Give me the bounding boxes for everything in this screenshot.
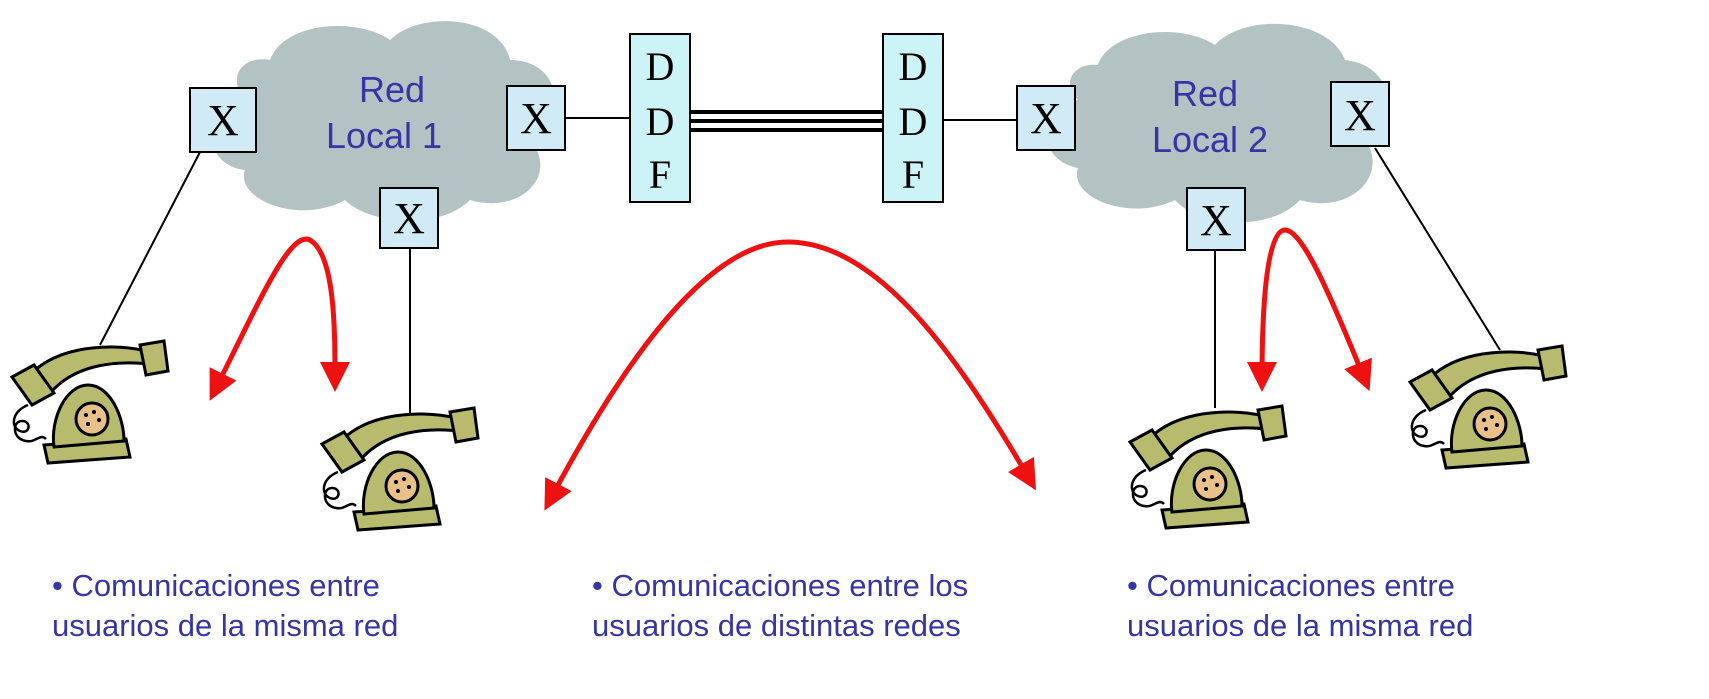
switch-5: X	[1186, 187, 1246, 251]
arrow-local-2	[1247, 227, 1372, 392]
ddf-1-letter-1: D	[646, 44, 675, 89]
arrows	[209, 227, 1372, 511]
switch-4: X	[1016, 85, 1076, 151]
network-2-label-line2: Local 2	[1152, 119, 1268, 160]
cloud-red-local-1: Red Local 1	[211, 21, 555, 221]
caption-different-networks: • Comunicaciones entre los usuarios de d…	[592, 566, 968, 646]
network-1-label-line1: Red	[359, 69, 425, 110]
network-1-label-line2: Local 1	[326, 115, 442, 156]
caption-same-network-left: • Comunicaciones entre usuarios de la mi…	[52, 566, 398, 646]
ddf-1: D D F	[629, 33, 691, 203]
ddf-1-letter-2: D	[646, 99, 675, 144]
switch-3: X	[379, 187, 439, 249]
telephone-1-icon	[10, 339, 170, 465]
switch-6: X	[1330, 81, 1390, 147]
arrow-local-1	[209, 236, 350, 401]
caption-3-line2: usuarios de la misma red	[1127, 608, 1474, 643]
switch-1-label: X	[207, 96, 239, 145]
ddf-2-letter-1: D	[899, 44, 928, 89]
ddf-2-letter-2: D	[899, 99, 928, 144]
switch-5-label: X	[1200, 196, 1232, 245]
connection-lines	[99, 117, 1501, 415]
cloud-red-local-2: Red Local 2	[1045, 23, 1388, 223]
caption-2-line1: • Comunicaciones entre los	[592, 568, 969, 603]
switch-6-label: X	[1344, 91, 1376, 140]
ddf-2-letter-3: F	[902, 152, 924, 197]
switch-3-label: X	[393, 194, 425, 243]
ddf-2: D D F	[882, 33, 944, 203]
caption-same-network-right: • Comunicaciones entre usuarios de la mi…	[1127, 566, 1473, 646]
telephone-2-icon	[320, 406, 480, 532]
switch-2-label: X	[520, 94, 552, 143]
arrow-inter-network	[544, 239, 1037, 511]
telephone-3-icon	[1128, 404, 1288, 530]
network-2-label-line1: Red	[1172, 73, 1238, 114]
switch-2: X	[506, 85, 566, 151]
switch-4-label: X	[1030, 94, 1062, 143]
caption-2-line2: usuarios de distintas redes	[592, 608, 961, 643]
caption-1-line2: usuarios de la misma red	[52, 608, 399, 643]
caption-3-line1: • Comunicaciones entre	[1127, 568, 1455, 603]
caption-1-line1: • Comunicaciones entre	[52, 568, 380, 603]
ddf-1-letter-3: F	[649, 152, 671, 197]
switch-1: X	[189, 87, 257, 153]
telephone-4-icon	[1408, 344, 1568, 470]
trunk-link	[690, 110, 883, 132]
